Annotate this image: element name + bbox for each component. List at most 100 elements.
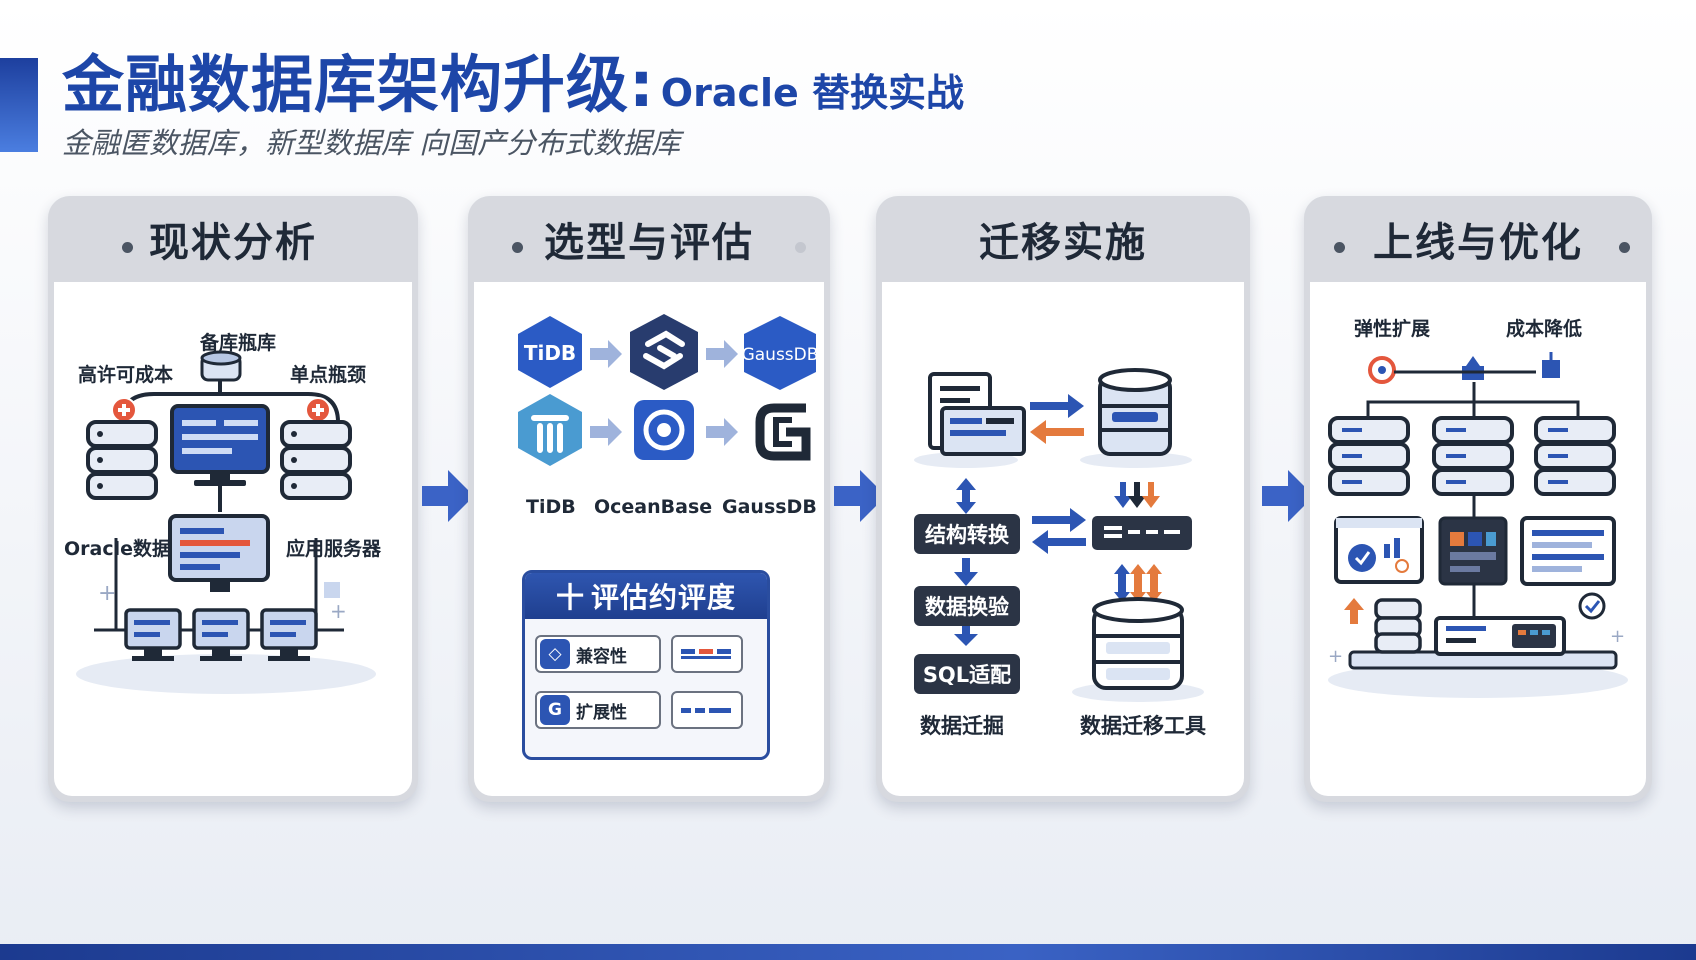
page-title-sub: Oracle 替换实战 [660, 71, 965, 115]
arrow-right-icon [706, 418, 738, 446]
database-icon [1072, 597, 1204, 702]
page-title-main: 金融数据库架构升级: [62, 48, 655, 121]
panel-header: 选型与评估 [468, 196, 830, 282]
evaluation-card-header: 十 评估约评度 [525, 573, 767, 619]
tidb-logo-icon [518, 394, 582, 466]
flow-arrow-icon [422, 470, 474, 522]
panel-title: 迁移实施 [979, 220, 1147, 266]
client-monitor-icon [124, 608, 182, 661]
standby-db-icon [200, 350, 242, 382]
arrow-updown-icon [956, 478, 976, 514]
database-icon [1080, 368, 1192, 468]
panel-body: 结构转换 数据换验 SQL适配 数据迁掘 数据迁移工具 [882, 282, 1244, 796]
svg-text:+: + [98, 581, 116, 606]
evaluation-card-title-icon: 十 [555, 581, 585, 614]
panel-title: 上线与优化 [1373, 220, 1583, 266]
label-cost-reduction: 成本降低 [1506, 318, 1583, 340]
panel-header: 上线与优化 [1304, 196, 1652, 282]
dot-icon [795, 242, 806, 253]
database-icon [1374, 598, 1422, 654]
page-subtitle: 金融匿数据库，新型数据库 向国产分布式数据库 [62, 126, 681, 160]
db-vendor-logos: TiDB GaussDB [518, 314, 819, 466]
svg-text:TiDB: TiDB [524, 341, 576, 365]
gaussdb-logo-icon: GaussDB [742, 316, 819, 390]
check-badge-icon [1578, 592, 1606, 620]
panel-title: 现状分析 [149, 220, 317, 266]
client-monitor-icon [260, 608, 318, 661]
database-icon [1328, 416, 1410, 496]
arrow-up-icon [1344, 598, 1364, 624]
dot-icon [512, 242, 523, 253]
panel-body: TiDB GaussDB [474, 282, 824, 796]
dot-icon [1334, 242, 1345, 253]
dashboard-icon [1520, 516, 1616, 586]
dash-bar-icon [681, 708, 731, 713]
arrow-updown-icon [1114, 564, 1162, 602]
dashboard-icon [1438, 516, 1508, 586]
evaluation-card: 十 评估约评度 ◇ 兼容性 G 扩展性 [522, 570, 770, 760]
label-single-point-bottleneck: 单点瓶颈 [290, 364, 367, 386]
page-title: 金融数据库架构升级: Oracle 替换实战 [62, 34, 965, 121]
server-rack-icon [1434, 616, 1566, 656]
scalability-icon: G [540, 695, 570, 725]
label-high-license-cost: 高许可成本 [78, 364, 174, 386]
compatibility-icon: ◇ [540, 639, 570, 669]
evaluation-card-title: 评估约评度 [591, 581, 737, 614]
app-server-icon [280, 420, 352, 500]
panel-launch-optimization: 上线与优化 弹性扩展 成本降低 [1304, 196, 1652, 802]
dash-bar-icon [681, 649, 731, 659]
monitor-icon [170, 404, 270, 486]
svg-text:+: + [1610, 626, 1625, 647]
eval-value-bar [671, 635, 743, 673]
label-data-migration: 数据迁掘 [920, 714, 1004, 738]
current-architecture-diagram: + + [76, 350, 376, 694]
panel-body: 弹性扩展 成本降低 [1310, 282, 1646, 796]
warning-plus-icon [305, 397, 331, 423]
arrow-down-icon [1114, 482, 1160, 508]
arrow-right-icon [590, 418, 622, 446]
panel-header: 现状分析 [48, 196, 418, 282]
step-data-validation: 数据换验 [914, 586, 1020, 626]
eval-item-scalability: G 扩展性 [535, 691, 661, 729]
eval-item-label: 兼容性 [576, 646, 627, 667]
database-icon [1534, 416, 1616, 496]
label-app-server: 应用服务器 [286, 538, 382, 560]
dashboard-icon [1334, 516, 1424, 584]
svg-text:+: + [1328, 646, 1343, 667]
svg-text:GaussDB: GaussDB [742, 345, 819, 365]
bottom-bar [0, 944, 1696, 960]
exchange-arrows-icon [1032, 508, 1086, 554]
optimized-architecture-diagram: + + [1328, 352, 1628, 698]
label-oracle-db: Oracle数据库 [64, 538, 191, 560]
dot-icon [1619, 242, 1630, 253]
warning-plus-icon [111, 397, 137, 423]
panel-current-analysis: 现状分析 备库瓶库 高许可成本 单点瓶颈 Oracle数据库 应用服务器 [48, 196, 418, 802]
monitor-icon [168, 514, 270, 592]
database-icon [1432, 416, 1514, 496]
migration-diagram [914, 368, 1204, 702]
panel-selection-evaluation: 选型与评估 TiDB GaussDB [468, 196, 830, 802]
eval-item-compatibility: ◇ 兼容性 [535, 635, 661, 673]
arrow-right-icon [706, 340, 738, 368]
svg-text:+: + [330, 599, 347, 623]
label-oceanbase: OceanBase [594, 496, 713, 518]
arrow-down-icon [954, 626, 978, 646]
flow-arrow-icon [1262, 470, 1314, 522]
warning-icon [1368, 356, 1396, 384]
label-tidb: TiDB [526, 496, 576, 518]
gaussdb-logo-icon [755, 403, 811, 461]
label-gaussdb: GaussDB [722, 496, 817, 518]
dot-icon [122, 242, 133, 253]
label-elastic-scaling: 弹性扩展 [1354, 318, 1431, 340]
step-structure-conversion: 结构转换 [914, 514, 1020, 554]
flow-arrow-icon [834, 470, 886, 522]
panel-header: 迁移实施 [876, 196, 1250, 282]
arrow-right-icon [590, 340, 622, 368]
panel-migration-implementation: 迁移实施 [876, 196, 1250, 802]
label-standby-db: 备库瓶库 [200, 332, 277, 354]
oracle-database-icon [86, 420, 158, 500]
panel-body: 备库瓶库 高许可成本 单点瓶颈 Oracle数据库 应用服务器 [54, 282, 412, 796]
oceanbase-logo-icon [634, 400, 694, 460]
document-icon [914, 372, 1026, 468]
arrow-down-icon [954, 558, 978, 586]
